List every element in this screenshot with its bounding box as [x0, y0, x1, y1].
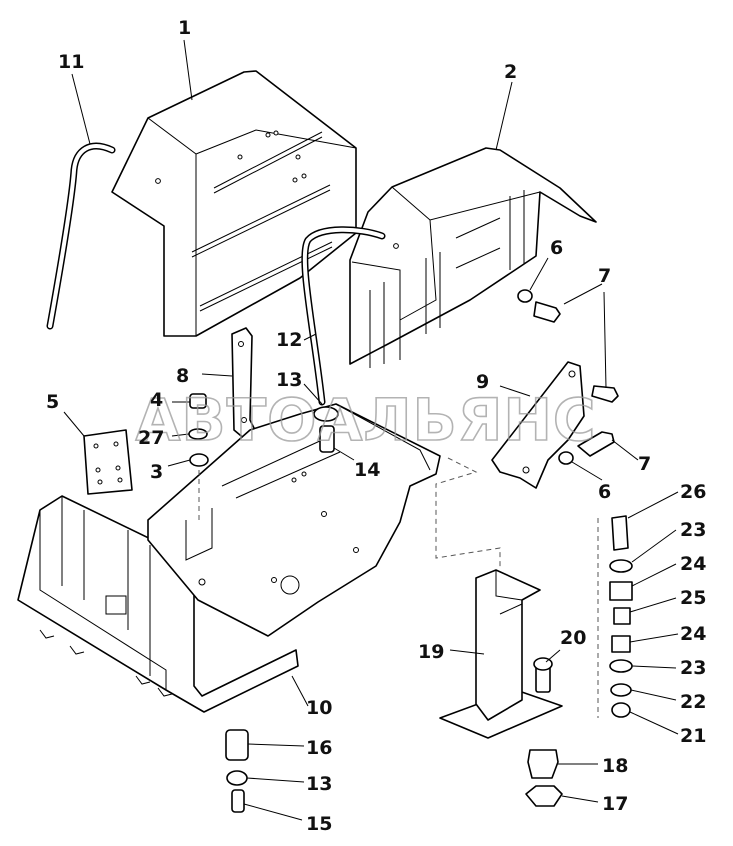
callout-26: 26: [680, 481, 706, 503]
callout-10: 10: [306, 697, 332, 719]
callout-24-upper: 24: [680, 553, 706, 575]
part-12-hose: [301, 226, 386, 406]
callout-11: 11: [58, 51, 84, 73]
part-2-shield-housing: [349, 147, 597, 368]
part-10-main-frame: [17, 403, 441, 713]
callout-13-upper: 13: [276, 369, 302, 391]
part-5-plate: [83, 429, 133, 495]
callout-24-lower: 24: [680, 623, 706, 645]
callout-15: 15: [306, 813, 332, 835]
callout-9: 9: [476, 371, 489, 393]
callout-6-upper: 6: [550, 237, 563, 259]
callout-1: 1: [178, 17, 191, 39]
callout-3: 3: [150, 461, 163, 483]
callout-4: 4: [150, 389, 163, 411]
callout-12: 12: [276, 329, 302, 351]
callout-27: 27: [138, 427, 164, 449]
callout-23-lower: 23: [680, 657, 706, 679]
parts-17-18: [525, 749, 563, 807]
part-19-support-stand: [439, 569, 563, 739]
parts-6-7-lower: [558, 431, 615, 465]
part-8-bracket: [231, 327, 257, 441]
callout-8: 8: [176, 365, 189, 387]
callout-25: 25: [680, 587, 706, 609]
callout-22: 22: [680, 691, 706, 713]
fasteners-left-cluster: [188, 393, 339, 520]
part-11-hose: [46, 142, 116, 330]
callout-13-lower: 13: [306, 773, 332, 795]
callout-7-upper: 7: [598, 265, 611, 287]
callout-5: 5: [46, 391, 59, 413]
parts-21-26-stack: [609, 515, 633, 718]
part-1-shield-panel: [111, 70, 357, 337]
callout-23-upper: 23: [680, 519, 706, 541]
callout-14: 14: [354, 459, 380, 481]
part-9-bracket: [491, 361, 585, 489]
callout-17: 17: [602, 793, 628, 815]
watermark-text: АВТОАЛЬЯНС: [135, 386, 596, 454]
callout-labels: 1 2 11 6 7 12 8 13 9 5 4 27 3 14 7 6 26 …: [46, 17, 706, 835]
parts-13-15-16-bottom: [225, 729, 249, 813]
callout-18: 18: [602, 755, 628, 777]
callout-6-lower: 6: [598, 481, 611, 503]
callout-2: 2: [504, 61, 517, 83]
callout-7-lower: 7: [638, 453, 651, 475]
callout-21: 21: [680, 725, 706, 747]
callout-20: 20: [560, 627, 586, 649]
alignment-lines: [435, 457, 599, 718]
leader-lines: [63, 39, 679, 821]
callout-16: 16: [306, 737, 332, 759]
parts-6-7-upper: [517, 289, 619, 403]
callout-19: 19: [418, 641, 444, 663]
